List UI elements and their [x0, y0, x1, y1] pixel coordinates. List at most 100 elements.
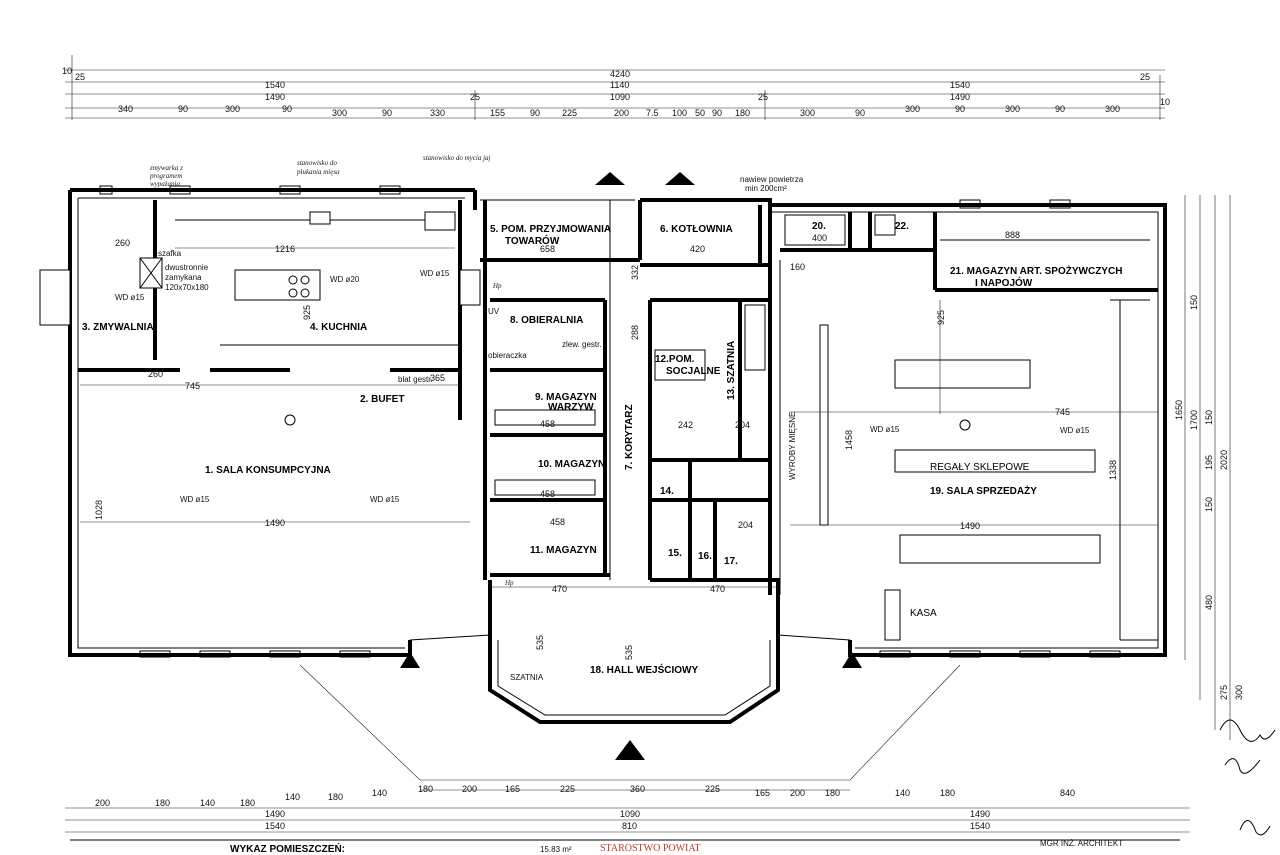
dim-top-total: 4240	[610, 69, 630, 79]
dim-int-3: 1490	[960, 521, 980, 531]
dim-bot-r1-13: 165	[755, 788, 770, 798]
top-dimension-lines: 4240 1540 1140 1540 1490 1090 1490 340 9…	[62, 55, 1170, 120]
dim-top-r2-c: 1540	[950, 80, 970, 90]
room-12-label: 12.POM.	[655, 354, 695, 365]
dim-bot-r1-2: 140	[200, 798, 215, 808]
dim-bot-r1-12: 225	[705, 784, 720, 794]
air-supply-size: min 200cm²	[745, 184, 787, 193]
dim-top-r4-20: 300	[1005, 104, 1020, 114]
dim-int-1: 745	[185, 381, 200, 391]
meat-products-label: WYROBY MIĘSNE	[788, 412, 797, 480]
dim-bot-r1-3: 180	[240, 798, 255, 808]
dim-bot-r1-18: 840	[1060, 788, 1075, 798]
uv-label: UV	[488, 307, 500, 316]
dim-bot-r1-1: 180	[155, 798, 170, 808]
dim-bot-r1-8: 200	[462, 784, 477, 794]
room-19-label: 19. SALA SPRZEDAŻY	[930, 484, 1037, 497]
shelf-2	[894, 449, 1096, 473]
shelf-1	[894, 359, 1031, 389]
signature	[1219, 719, 1276, 836]
dim-right-3: 150	[1204, 410, 1214, 425]
dim-top-r4-21: 90	[1055, 104, 1065, 114]
cloakroom-label: SZATNIA	[510, 673, 544, 682]
dim-top-r4-10: 200	[614, 108, 629, 118]
room-8-label: 8. OBIERALNIA	[510, 315, 583, 326]
dim-right-1: 1650	[1174, 400, 1184, 420]
dim-top-r4-17: 90	[855, 108, 865, 118]
room-21-label-2: I NAPOJÓW	[975, 276, 1033, 289]
dim-bot-r1-17: 180	[940, 788, 955, 798]
dim-bot-r1-16: 140	[895, 788, 910, 798]
egg-station-note: stanowisko do mycia jaj	[423, 154, 491, 162]
dim-int-6: 1338	[1108, 460, 1118, 480]
locker-row	[744, 304, 766, 371]
dim-bot-r2-0: 1490	[265, 809, 285, 819]
dim-int-25: 332	[630, 265, 640, 280]
room-11-label: 11. MAGAZYN	[530, 545, 597, 556]
dim-int-23: 925	[302, 305, 312, 320]
room-17-label: 17.	[724, 556, 738, 567]
dim-top-r4-0: 340	[118, 104, 133, 114]
room-16-label: 16.	[698, 551, 712, 562]
misc-labels: REGAŁY SKLEPOWE KASA WYROBY MIĘSNE SZATN…	[115, 154, 1090, 682]
room-14-label: 14.	[660, 486, 674, 497]
dim-top-small-3: 25	[1140, 72, 1150, 82]
locker-label-1: szafka	[158, 249, 182, 258]
dim-int-16: 420	[690, 244, 705, 254]
dim-int-4: 745	[1055, 407, 1070, 417]
dim-top-r4-7: 155	[490, 108, 505, 118]
dim-int-21: 260	[115, 238, 130, 248]
room-15-label: 15.	[668, 548, 682, 559]
dim-int-27: 242	[678, 420, 693, 430]
right-dimension-lines: 1700 1650 2020 150 195 150 480 275 300 1…	[1174, 195, 1244, 740]
room-5-label-2: TOWARÓW	[505, 234, 560, 247]
dim-int-13: 535	[535, 635, 545, 650]
dim-top-r4-6: 330	[430, 108, 445, 118]
dim-top-r4-11: 7.5	[646, 108, 659, 118]
dim-right-4: 195	[1204, 455, 1214, 470]
room-10-label: 10. MAGAZYN	[538, 459, 605, 470]
vent-3: WD ø15	[115, 293, 145, 302]
dim-int-10: 458	[550, 517, 565, 527]
room-22-label: 22.	[895, 221, 909, 232]
architect-label: MGR INŻ. ARCHITEKT	[1040, 839, 1123, 848]
bottom-dimension-lines: 200 180 140 180 140 180 140 180 200 165 …	[65, 784, 1190, 833]
dim-top-r4-15: 180	[735, 108, 750, 118]
dishwasher-note-1: zmywarka z	[149, 164, 183, 172]
dim-int-0: 1216	[275, 244, 295, 254]
room-7-label: 7. KORYTARZ	[624, 404, 635, 470]
dim-bot-r1-11: 360	[630, 784, 645, 794]
locker-label-2: dwustronnie	[165, 263, 209, 272]
dim-right-8: 300	[1234, 685, 1244, 700]
room-5-label: 5. POM. PRZYJMOWANIA	[490, 224, 611, 235]
air-supply-label: nawiew powietrza	[740, 175, 804, 184]
dim-bot-r3-1: 810	[622, 821, 637, 831]
locker-label-3: zamykana	[165, 273, 202, 282]
footer: WYKAZ POMIESZCZEŃ: 15.83 m² STAROSTWO PO…	[70, 839, 1180, 855]
dim-top-r2-b: 1140	[610, 80, 629, 90]
vent-4: WD ø15	[870, 425, 900, 434]
dim-int-8: 458	[540, 419, 555, 429]
dim-top-small-2: 25	[758, 92, 768, 102]
dim-right-5: 150	[1204, 497, 1214, 512]
dim-int-26: 288	[630, 325, 640, 340]
counter-label: blat gestr.	[398, 375, 433, 384]
dim-int-17: 400	[812, 233, 827, 243]
dim-right-6: 480	[1204, 595, 1214, 610]
dim-bot-r1-14: 200	[790, 788, 805, 798]
dim-top-small-0: 25	[75, 72, 85, 82]
county-stamp: STAROSTWO POWIAT	[600, 843, 701, 854]
dim-right-9: 150	[1189, 295, 1199, 310]
room-labels: 1. SALA KONSUMPCYJNA 2. BUFET 3. ZMYWALN…	[82, 221, 1122, 676]
dim-top-small-1: 25	[470, 92, 480, 102]
room-4-label: 4. KUCHNIA	[310, 322, 367, 333]
dim-int-2: 1490	[265, 518, 285, 528]
rinse-note-2: płukania mięsa	[296, 168, 340, 176]
hp-note-1: Hp	[492, 282, 502, 290]
dim-int-11: 470	[552, 584, 567, 594]
vent-1: WD ø15	[180, 495, 210, 504]
dim-int-5: 1028	[94, 500, 104, 520]
dim-top-r3-c: 1490	[950, 92, 970, 102]
dim-int-20: 365	[430, 373, 445, 383]
